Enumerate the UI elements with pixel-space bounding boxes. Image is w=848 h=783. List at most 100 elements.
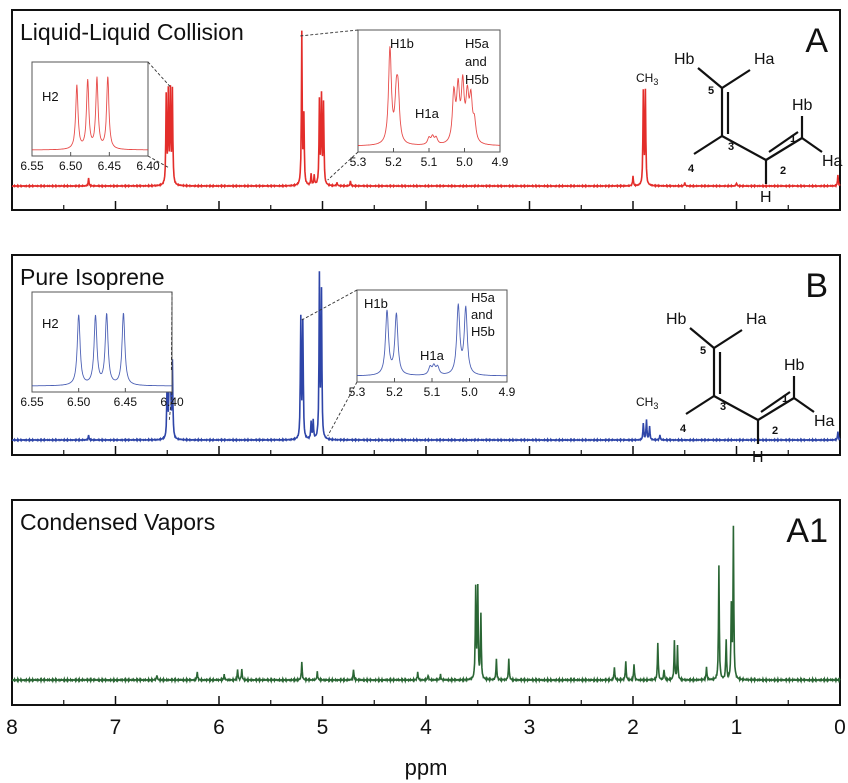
double-bond	[760, 391, 791, 413]
inset-spectrum-line	[358, 46, 500, 146]
x-tick-label: 2	[627, 716, 639, 739]
inset-frame	[31, 291, 173, 393]
ch3-label: CH3	[636, 71, 658, 87]
inset-tick-label: 4.9	[499, 385, 516, 399]
atom-number: 2	[780, 165, 786, 177]
bond	[757, 397, 795, 421]
inset-tick-label: 5.0	[461, 385, 478, 399]
inset-tick-label: 6.55	[20, 395, 44, 409]
atom-label: Ha	[746, 311, 767, 328]
bond	[793, 397, 815, 413]
bond	[765, 137, 803, 161]
inset-frame	[31, 61, 149, 157]
atom-number: 3	[720, 401, 726, 413]
atom-label: Ha	[814, 413, 835, 430]
spectrum-line	[11, 271, 841, 443]
inset-tick-label: 6.40	[160, 395, 184, 409]
spectrum-line	[11, 525, 841, 685]
x-axis-label: ppm	[405, 755, 448, 780]
x-tick-label: 3	[524, 716, 536, 739]
atom-number: 4	[688, 163, 695, 175]
inset-peak-label: H1b	[364, 296, 388, 311]
inset-tick-label: 5.3	[350, 155, 367, 169]
x-tick-label: 0	[834, 716, 846, 739]
panel-title: Condensed Vapors	[20, 509, 215, 535]
inset-tick-label: 4.9	[492, 155, 509, 169]
bond	[801, 137, 823, 153]
bond	[697, 67, 751, 90]
atom-label: Ha	[754, 51, 775, 68]
inset-tick-label: 6.50	[59, 159, 83, 173]
bond	[721, 135, 767, 161]
inset-label: H2	[42, 316, 59, 331]
inset-spectrum-line	[357, 303, 507, 377]
inset-connector	[301, 289, 358, 321]
atom-number: 4	[680, 423, 687, 435]
atom-number: 2	[772, 425, 778, 437]
atom-number: 1	[790, 133, 796, 145]
bond	[685, 395, 715, 415]
atom-label: H	[760, 189, 772, 206]
atom-number: 1	[782, 393, 788, 405]
atom-label: H	[752, 449, 764, 466]
inset-peak-label: H1a	[415, 106, 440, 121]
inset-tick-label: 5.1	[424, 385, 441, 399]
spectrum-line	[11, 30, 841, 189]
inset-peak-label: H5b	[465, 72, 489, 87]
atom-label: Ha	[822, 153, 843, 170]
inset-peak-label: H5a	[465, 36, 490, 51]
atom-number: 5	[708, 85, 714, 97]
atom-number: 5	[700, 345, 706, 357]
atom-label: Hb	[674, 51, 695, 68]
inset-connector	[327, 381, 358, 437]
inset-tick-label: 6.45	[98, 159, 122, 173]
x-tick-label: 6	[213, 716, 225, 739]
atom-label: Hb	[784, 357, 805, 374]
bond	[713, 395, 759, 421]
panel-a: Liquid-Liquid Collision A 6.55 6.50 6.45 6.40…	[11, 9, 843, 211]
panel-a1: Condensed Vapors A1	[11, 499, 841, 706]
inset-peak-label: H5a	[471, 290, 496, 305]
inset-peak-label: H1a	[420, 348, 445, 363]
inset-tick-label: 6.40	[136, 159, 160, 173]
x-tick-label: 7	[110, 716, 122, 739]
inset-tick-label: 6.45	[114, 395, 138, 409]
atom-label: Hb	[792, 97, 813, 114]
inset-tick-label: 5.0	[456, 155, 473, 169]
x-tick-label: 1	[731, 716, 743, 739]
panel-label: A1	[786, 512, 828, 550]
atom-number: 3	[728, 141, 734, 153]
inset-peak-label: and	[471, 307, 493, 322]
inset-tick-label: 5.3	[349, 385, 366, 399]
inset-connector	[147, 61, 172, 89]
inset-tick-label: 5.1	[421, 155, 438, 169]
panel-label: A	[805, 22, 828, 60]
inset-tick-label: 6.55	[20, 159, 44, 173]
bond	[693, 135, 723, 155]
inset-connector	[299, 29, 359, 37]
inset-label: H2	[42, 89, 59, 104]
inset-connector	[327, 151, 359, 181]
inset-tick-label: 6.50	[67, 395, 91, 409]
ch3-label: CH3	[636, 395, 658, 411]
inset-connector	[147, 155, 170, 169]
inset-peak-label: H1b	[390, 36, 414, 51]
atom-label: Hb	[666, 311, 687, 328]
panel-label: B	[805, 267, 828, 305]
panel-title: Pure Isoprene	[20, 264, 164, 290]
inset-peak-label: H5b	[471, 324, 495, 339]
inset-spectrum-line	[32, 312, 172, 387]
x-tick-label: 4	[420, 716, 432, 739]
panel-title: Liquid-Liquid Collision	[20, 19, 244, 45]
double-bond	[768, 131, 799, 153]
inset-tick-label: 5.2	[386, 385, 403, 399]
bond	[689, 327, 743, 350]
inset-tick-label: 5.2	[385, 155, 402, 169]
x-axis: 8 7 6 5 4 3 2 1 0 ppm	[6, 716, 846, 780]
x-tick-label: 8	[6, 716, 18, 739]
inset-spectrum-line	[32, 76, 148, 151]
inset-connector	[170, 291, 173, 373]
x-tick-label: 5	[317, 716, 329, 739]
